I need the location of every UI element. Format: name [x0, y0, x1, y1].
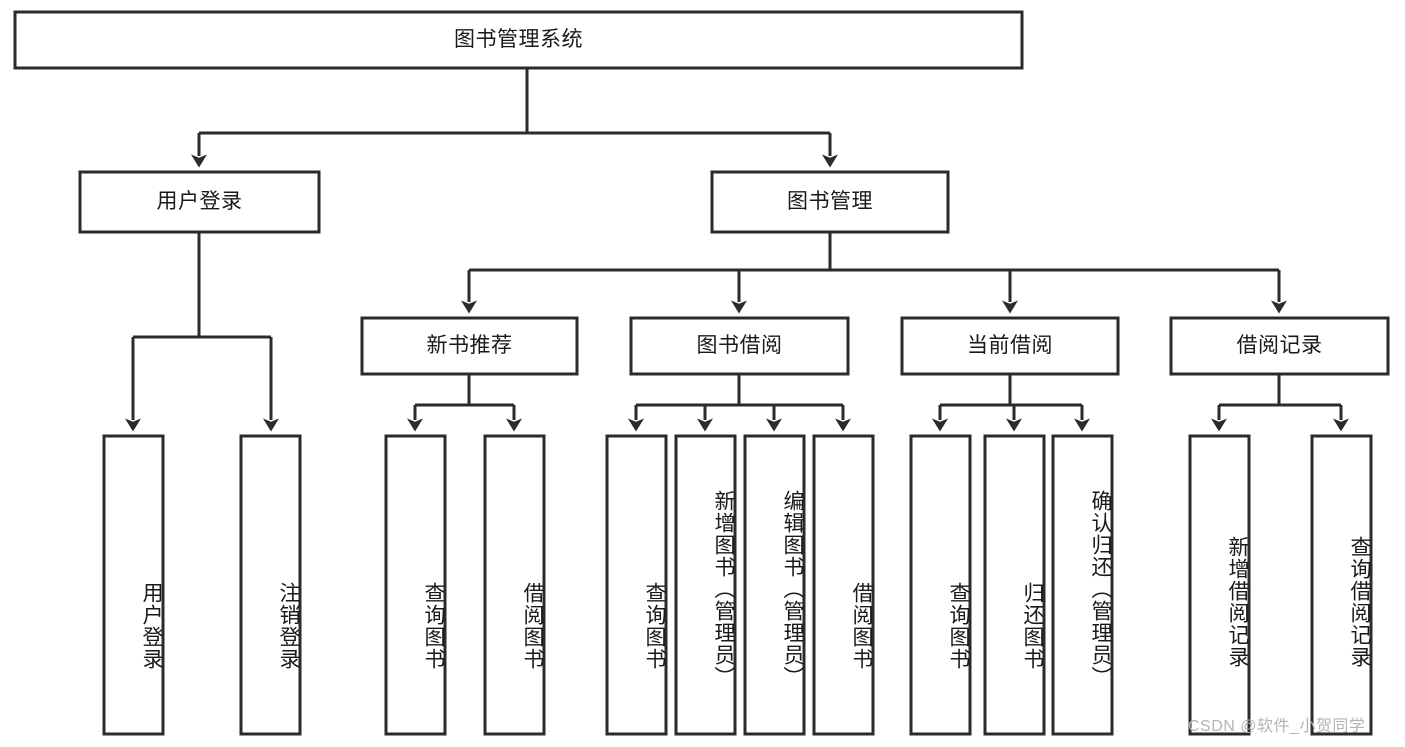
node-box-user-login[interactable] — [78, 170, 321, 234]
node-box-leaf-edit-book-admin[interactable] — [743, 434, 806, 736]
node-box-book-borrow[interactable] — [629, 316, 850, 376]
node-box-leaf-confirm-return-admin[interactable] — [1051, 434, 1114, 736]
node-box-leaf-return-book[interactable] — [983, 434, 1046, 736]
node-box-new-book-recommend[interactable] — [360, 316, 579, 376]
node-box-leaf-query-book-borrow[interactable] — [605, 434, 668, 736]
node-box-leaf-user-login[interactable] — [102, 434, 165, 736]
node-box-current-borrow[interactable] — [900, 316, 1120, 376]
node-box-leaf-query-borrow-record[interactable] — [1310, 434, 1373, 736]
node-box-borrow-record[interactable] — [1169, 316, 1390, 376]
node-box-leaf-add-borrow-record[interactable] — [1188, 434, 1251, 736]
node-box-leaf-add-book-admin[interactable] — [674, 434, 737, 736]
node-box-root[interactable] — [13, 10, 1024, 70]
node-box-leaf-query-book-recommend[interactable] — [384, 434, 447, 736]
node-box-book-manage[interactable] — [710, 170, 950, 234]
node-box-leaf-borrow-book[interactable] — [812, 434, 875, 736]
node-box-leaf-borrow-book-recommend[interactable] — [483, 434, 546, 736]
node-box-leaf-logout[interactable] — [239, 434, 302, 736]
node-box-leaf-query-book-current[interactable] — [909, 434, 972, 736]
